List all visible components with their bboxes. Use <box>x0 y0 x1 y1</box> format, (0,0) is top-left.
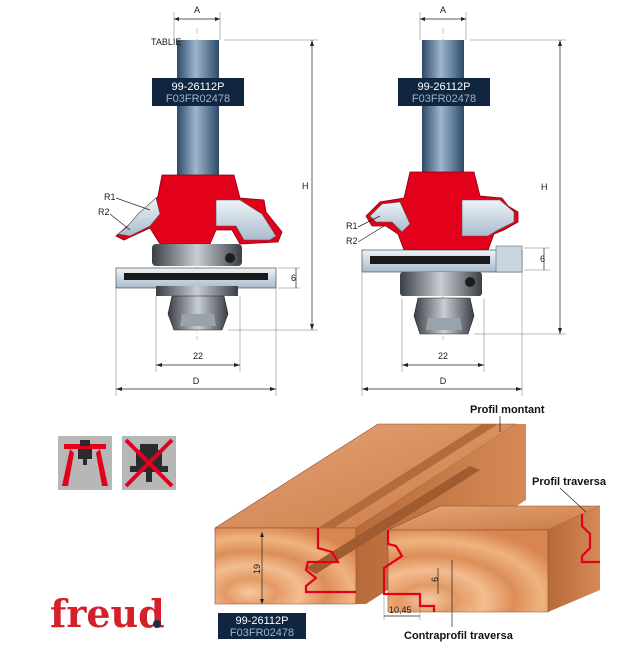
dim-6-label: 6 <box>291 273 296 283</box>
bearing <box>152 244 242 266</box>
nut-face <box>180 314 216 326</box>
code-line-2: F03FR02478 <box>412 93 476 105</box>
slot-blade <box>124 273 268 280</box>
r1-label: R1 <box>346 221 358 231</box>
groove-shadow <box>306 466 480 574</box>
joint-profile-illustration: 19 6 10,45 Profil montant Profil travers… <box>213 404 607 642</box>
slot-blade <box>370 256 490 264</box>
ball-icon <box>465 277 475 287</box>
dim-a-label: A <box>440 5 446 15</box>
r1-label: R1 <box>104 192 116 202</box>
groove <box>318 424 498 528</box>
code-badge <box>398 78 490 106</box>
r2-label: R2 <box>98 207 110 217</box>
table-router-icon <box>58 436 112 490</box>
dim-19-label: 19 <box>252 564 262 574</box>
code-line-2: F03FR02478 <box>230 627 294 639</box>
dim-a-label: A <box>194 5 200 15</box>
slot-tip <box>495 245 523 273</box>
brand-dot <box>153 620 161 628</box>
carbide-tip-right <box>215 199 277 241</box>
code-line-1: 99-26112P <box>417 81 470 93</box>
stamp-label: TABLIE <box>151 37 181 47</box>
bearing <box>400 272 482 296</box>
code-badge <box>152 78 244 106</box>
dim-6-label: 6 <box>430 577 440 582</box>
ball-icon <box>225 253 235 263</box>
dim-1045-label: 10,45 <box>389 605 412 615</box>
handheld-router-icon <box>122 436 176 490</box>
shank <box>177 40 219 180</box>
rail-end-grain <box>214 527 357 605</box>
r2-label: R2 <box>346 236 358 246</box>
dim-6-label: 6 <box>540 254 545 264</box>
dim-22-label: 22 <box>193 351 203 361</box>
nut-face <box>426 318 462 330</box>
stile-profile-outline <box>382 530 436 612</box>
code-line-2: F03FR02478 <box>166 93 230 105</box>
label-contraprofil: Contraprofil traversa <box>404 630 514 642</box>
brand-logo: freud <box>50 591 165 636</box>
dim-h-label: H <box>302 181 309 191</box>
carbide-tip-left <box>369 201 411 233</box>
stile-end-profile <box>580 514 600 564</box>
shank <box>422 40 464 178</box>
code-line-1: 99-26112P <box>235 615 288 627</box>
left-router-bit: A TABLIE 99-26112P F03FR02478 R1 R2 <box>98 5 318 396</box>
code-badge <box>218 613 306 639</box>
dim-d-label: D <box>440 376 447 386</box>
carbide-tip-right <box>461 199 515 237</box>
code-line-1: 99-26112P <box>171 81 224 93</box>
stile-end-grain <box>387 529 549 613</box>
right-router-bit: A 99-26112P F03FR02478 R1 R2 H 6 <box>346 5 566 396</box>
label-profil-traversa: Profil traversa <box>532 476 607 488</box>
carbide-tip-left <box>117 197 161 237</box>
rail-profile-outline <box>304 528 356 594</box>
dim-h-label: H <box>541 182 548 192</box>
washer <box>156 286 238 296</box>
dim-22-label: 22 <box>438 351 448 361</box>
dim-d-label: D <box>193 376 200 386</box>
label-profil-montant: Profil montant <box>470 404 545 416</box>
